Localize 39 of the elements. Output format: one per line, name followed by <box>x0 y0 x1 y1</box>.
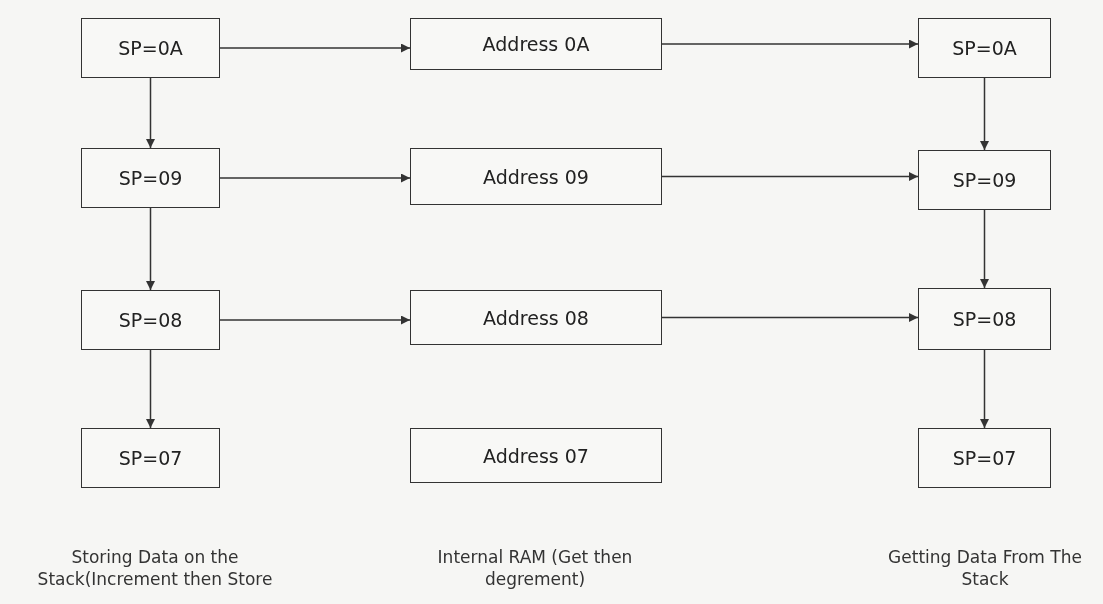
box-label: SP=07 <box>952 447 1017 469</box>
box-label: SP=08 <box>952 308 1017 330</box>
arrow <box>146 207 155 291</box>
arrow <box>661 39 919 49</box>
box-label: SP=09 <box>952 169 1017 191</box>
column-caption: Getting Data From The Stack <box>887 546 1083 591</box>
box-label: Address 0A <box>482 33 590 55</box>
box-label: Address 08 <box>483 306 589 329</box>
stack-box <box>410 18 662 70</box>
stack-box <box>81 428 220 488</box>
arrow <box>661 172 919 181</box>
stack-box <box>918 428 1051 488</box>
arrow <box>980 349 989 429</box>
column-caption: Internal RAM (Get then degrement) <box>436 546 634 591</box>
box-label: SP=09 <box>118 167 183 189</box>
stack-box <box>410 428 662 483</box>
box-label: Address 09 <box>483 165 589 188</box>
arrow <box>980 209 989 289</box>
box-label: SP=0A <box>118 37 183 59</box>
stack-box <box>81 290 220 350</box>
box-label: Address 07 <box>483 444 589 467</box>
arrow <box>219 315 411 325</box>
arrow <box>146 77 155 149</box>
stack-box <box>81 148 220 208</box>
arrow <box>661 313 919 322</box>
stack-box <box>81 18 220 78</box>
stack-box <box>410 148 662 205</box>
box-label: SP=0A <box>952 37 1017 59</box>
arrow <box>219 173 411 183</box>
column-caption: Storing Data on the Stack(Increment then Store <box>36 546 274 591</box>
stack-box <box>410 290 662 345</box>
arrow <box>146 349 155 429</box>
arrow <box>980 77 989 151</box>
box-label: SP=07 <box>118 447 183 469</box>
box-label: SP=08 <box>118 309 183 331</box>
stack-box <box>918 288 1051 350</box>
arrow <box>219 43 411 53</box>
stack-box <box>918 150 1051 210</box>
stack-box <box>918 18 1051 78</box>
